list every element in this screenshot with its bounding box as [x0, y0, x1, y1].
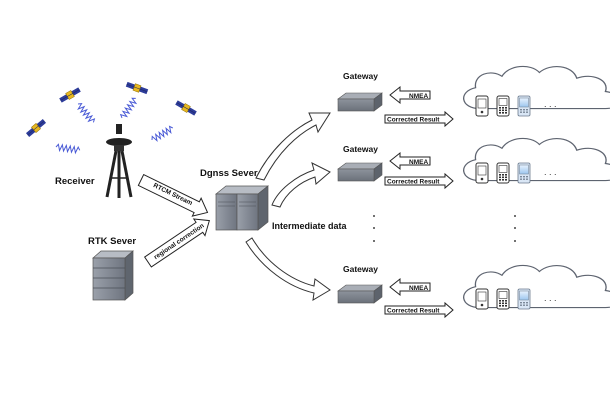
keypad-phone-icon: [496, 95, 510, 117]
intermediate-data-label: Intermediate data: [272, 221, 348, 231]
nmea-label: NMEA: [409, 159, 428, 166]
keypad-phone-icon: [496, 288, 510, 310]
gateway-label: Gateway: [343, 71, 378, 81]
curved-arrow-to-gateway-1: [255, 112, 331, 181]
curved-arrow-to-gateway-2: [271, 162, 331, 208]
curved-arrow-to-gateway-3: [245, 237, 331, 301]
mobile-phone-icon: [475, 288, 489, 310]
mobile-phone-icon: [475, 95, 489, 117]
gateway-router-icon: [337, 162, 383, 182]
regional-correction-arrow: regional correction: [143, 218, 210, 268]
satellite-icon: [58, 86, 82, 104]
more-devices-ellipsis: . . .: [544, 167, 557, 177]
keypad-phone-icon: [496, 162, 510, 184]
gateway-label: Gateway: [343, 144, 378, 154]
gateway-row-3: Gateway NMEA Corrected Result . . .: [337, 264, 610, 318]
satellite-icon: [25, 117, 47, 139]
smartphone-icon: [517, 95, 531, 117]
nmea-label: NMEA: [409, 93, 428, 100]
corrected-result-label: Corrected Result: [387, 117, 440, 124]
signal-wave-icon: [75, 101, 97, 125]
more-devices-ellipsis: . . .: [544, 99, 557, 109]
smartphone-icon: [517, 162, 531, 184]
continuation-dots: [373, 215, 516, 242]
corrected-result-label: Corrected Result: [387, 179, 440, 186]
gateway-router-icon: [337, 284, 383, 304]
gateway-row-2: Gateway NMEA Corrected Result . . .: [337, 137, 610, 189]
receiver-label: Receiver: [55, 176, 95, 187]
rtk-server-icon: [92, 250, 134, 301]
more-devices-ellipsis: . . .: [544, 293, 557, 303]
mobile-phone-icon: [475, 162, 489, 184]
gateway-router-icon: [337, 92, 383, 112]
gateway-label: Gateway: [343, 264, 378, 274]
smartphone-icon: [517, 288, 531, 310]
satellite-icon: [174, 99, 198, 117]
dgnss-server-icon: [215, 185, 269, 231]
corrected-result-label: Corrected Result: [387, 308, 440, 315]
signal-wave-icon: [150, 124, 175, 144]
nmea-label: NMEA: [409, 285, 428, 292]
rtk-server-label: RTK Sever: [88, 236, 136, 247]
gateway-row-1: Gateway NMEA Corrected Result . . .: [337, 65, 610, 127]
dgnss-server-label: Dgnss Sever: [200, 168, 258, 179]
signal-wave-icon: [55, 143, 81, 154]
signal-wave-icon: [119, 96, 139, 121]
satellite-icon: [125, 80, 149, 96]
regional-correction-label: regional correction: [153, 222, 206, 261]
receiver-tripod-icon: [105, 124, 133, 198]
